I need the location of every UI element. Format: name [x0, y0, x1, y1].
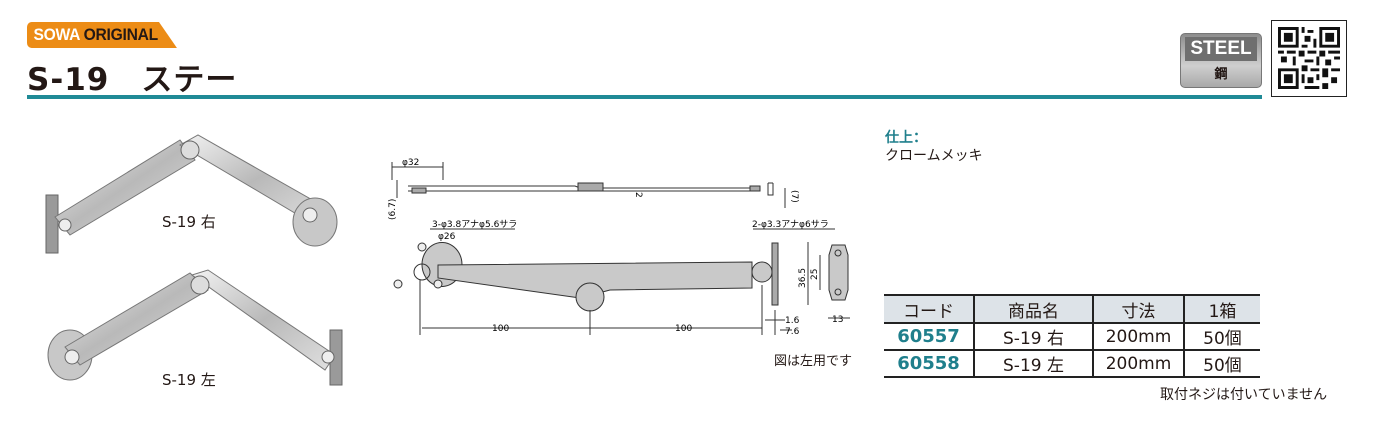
holes-right: 2-φ3.3アナφ6サラ [752, 219, 829, 230]
brand-tag-original: ORIGINAL [83, 25, 159, 44]
holes-left: 3-φ3.8アナφ5.6サラ [432, 219, 517, 230]
footnote: 取付ネジは付いていません [1160, 387, 1328, 403]
dim-1-6: 1.6 [785, 316, 800, 326]
brand-tag-sowa: SOWA [33, 25, 80, 44]
photo-label-left: S-19 左 [162, 371, 216, 389]
material-badge: STEEL 鋼 [1180, 33, 1262, 88]
header-size: 寸法 [1092, 294, 1184, 324]
cell-code: 60558 [884, 350, 974, 378]
dim-7-6: 7.6 [785, 327, 800, 337]
table-header: コード 商品名 寸法 1箱 [884, 294, 1260, 324]
cell-code: 60557 [884, 323, 974, 351]
dim-7: (7) [789, 190, 799, 203]
finish-value: クロームメッキ [885, 148, 983, 164]
cell-qty: 50個 [1183, 350, 1260, 378]
dim-6-7: (6.7) [388, 199, 398, 220]
figure-note: 図は左用です [774, 354, 853, 369]
header-name: 商品名 [973, 294, 1093, 324]
material-en: STEEL [1185, 37, 1257, 61]
qr-code[interactable] [1271, 20, 1347, 97]
page-title: S-19 ステー [27, 62, 238, 98]
cell-name: S-19 左 [973, 350, 1093, 378]
dim-36-5: 36.5 [798, 268, 808, 288]
header-qty: 1箱 [1183, 294, 1260, 324]
table-row: 60558 S-19 左 200mm 50個 [884, 350, 1260, 378]
table-row: 60557 S-19 右 200mm 50個 [884, 323, 1260, 351]
dim-100-left: 100 [492, 324, 509, 334]
photo-stay-right [45, 134, 338, 254]
dim-100-right: 100 [675, 324, 692, 334]
qr-code-icon [1278, 27, 1340, 89]
technical-drawing: φ32 (6.7) 2 (7) 3-φ3.8アナφ5.6サラ φ26 2-φ3.… [388, 158, 850, 337]
header-code: コード [884, 294, 974, 324]
dim-2: 2 [633, 192, 643, 198]
brand-tag: SOWA ORIGINAL [27, 22, 177, 48]
photo-label-right: S-19 右 [162, 213, 216, 231]
product-photos [45, 134, 343, 386]
dim-phi26: φ26 [438, 232, 456, 242]
dim-13: 13 [832, 315, 843, 325]
cell-size: 200mm [1092, 350, 1184, 378]
title-divider [27, 95, 1262, 99]
photo-stay-left [47, 269, 343, 386]
finish-label: 仕上： [885, 130, 927, 146]
dim-25: 25 [810, 269, 820, 280]
dim-phi32: φ32 [402, 158, 419, 168]
product-table: コード 商品名 寸法 1箱 60557 S-19 右 200mm 50個 605… [884, 294, 1260, 378]
material-jp: 鋼 [1214, 67, 1228, 82]
cell-size: 200mm [1092, 323, 1184, 351]
cell-name: S-19 右 [973, 323, 1093, 351]
cell-qty: 50個 [1183, 323, 1260, 351]
